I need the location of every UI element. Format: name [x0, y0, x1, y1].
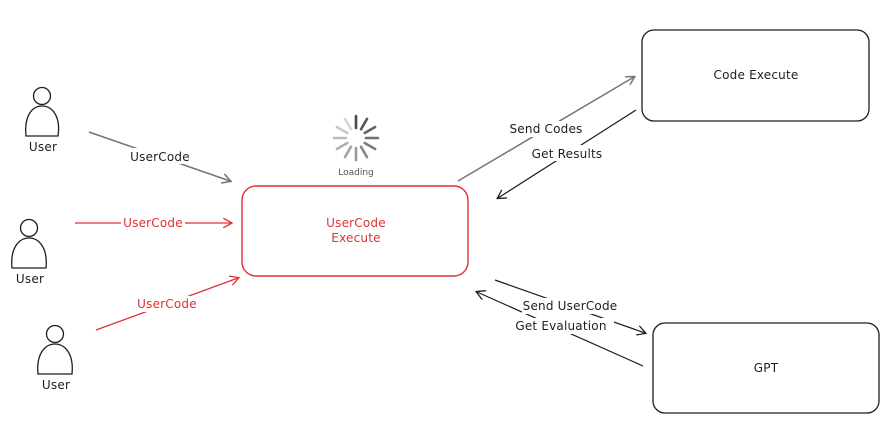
loading-spinner-icon [332, 114, 380, 162]
send-codes-label: Send Codes [509, 122, 582, 136]
spinner-tick [343, 117, 353, 131]
usercode-label: UserCode [123, 216, 183, 230]
user-icon [25, 86, 60, 137]
usercode-label: UserCode [130, 150, 190, 164]
usercode-execute-box: UserCode Execute [241, 185, 469, 277]
user-3: User [37, 324, 73, 392]
get-evaluation-label: Get Evaluation [515, 319, 606, 333]
center-box-line1: UserCode [326, 216, 386, 230]
code-execute-label: Code Execute [714, 68, 799, 82]
spinner-tick [335, 125, 349, 135]
user-label: User [29, 140, 57, 154]
usercode-label: UserCode [137, 297, 197, 311]
user-label: User [42, 378, 70, 392]
gpt-label: GPT [754, 361, 779, 375]
user-icon [11, 218, 47, 269]
arrow-user1-to-center: UserCode [88, 131, 230, 181]
spinner-tick [359, 145, 369, 159]
spinner-tick [363, 141, 377, 151]
spinner-tick [359, 117, 369, 131]
spinner-tick [363, 125, 377, 135]
arrow-user2-to-center: UserCode [75, 215, 231, 231]
code-execute-box: Code Execute [641, 29, 870, 122]
user-2: User [11, 218, 47, 286]
spinner-tick [335, 141, 349, 151]
loading-spinner: Loading [332, 114, 380, 178]
arrow-user3-to-center: UserCode [95, 278, 238, 331]
send-usercode-label: Send UserCode [523, 299, 618, 313]
get-results-label: Get Results [532, 147, 603, 161]
center-box-line2: Execute [331, 231, 380, 245]
user-icon [37, 324, 73, 375]
spinner-tick [343, 145, 353, 159]
user-1: User [25, 86, 60, 154]
user-label: User [16, 272, 44, 286]
loading-label: Loading [338, 168, 374, 178]
gpt-box: GPT [652, 322, 880, 414]
